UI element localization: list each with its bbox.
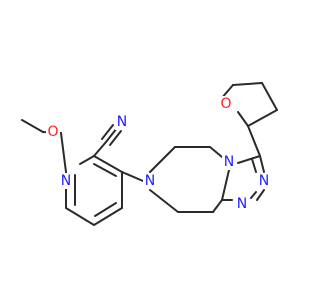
bond [121, 171, 144, 182]
bridgehead-nitrogen-label: N [224, 154, 234, 170]
bond [251, 158, 257, 173]
bond [94, 202, 117, 217]
bond [209, 146, 223, 158]
triazole-nitrogen-upper-label: N [259, 173, 269, 189]
atom-label-background [219, 96, 233, 112]
bond [93, 207, 123, 226]
bond [247, 125, 261, 157]
bond [93, 163, 117, 177]
atom-label-background [115, 114, 129, 130]
bond [237, 155, 261, 164]
bond [250, 191, 257, 199]
bond [60, 132, 67, 173]
bond [101, 124, 114, 140]
bond [221, 169, 230, 201]
atom-label-background [235, 196, 249, 212]
molecule-canvas: N O N N N N N O [21, 82, 278, 226]
structure-drawing: N O N N N N N O [21, 82, 278, 226]
bond [79, 155, 95, 165]
bonds [21, 82, 278, 226]
bond [93, 155, 123, 173]
furan-oxygen-label: O [220, 96, 231, 112]
bond [21, 119, 44, 133]
bond [247, 109, 278, 127]
bond [149, 189, 179, 213]
bond [261, 82, 278, 111]
triazole-nitrogen-lower-label: N [237, 196, 247, 212]
nitrile-nitrogen-label: N [117, 114, 127, 130]
atom-label-background [257, 173, 271, 189]
methoxy-oxygen-label: O [47, 124, 58, 140]
bond [93, 141, 107, 157]
bond [259, 155, 265, 173]
bond [109, 130, 122, 146]
bond [65, 207, 95, 226]
bond [212, 199, 223, 213]
bond [256, 189, 265, 201]
atom-label-background [143, 173, 157, 189]
atom-label-background [46, 124, 60, 140]
bond [105, 127, 118, 143]
bond [237, 111, 249, 127]
pyridine-nitrogen-label: N [61, 173, 71, 189]
diazepine-nitrogen-label: N [145, 173, 155, 189]
bond [232, 82, 263, 86]
bond [149, 146, 176, 173]
atom-labels: N O N N N N N O [46, 96, 271, 212]
atom-label-background [59, 173, 73, 189]
atom-label-background [222, 154, 236, 170]
